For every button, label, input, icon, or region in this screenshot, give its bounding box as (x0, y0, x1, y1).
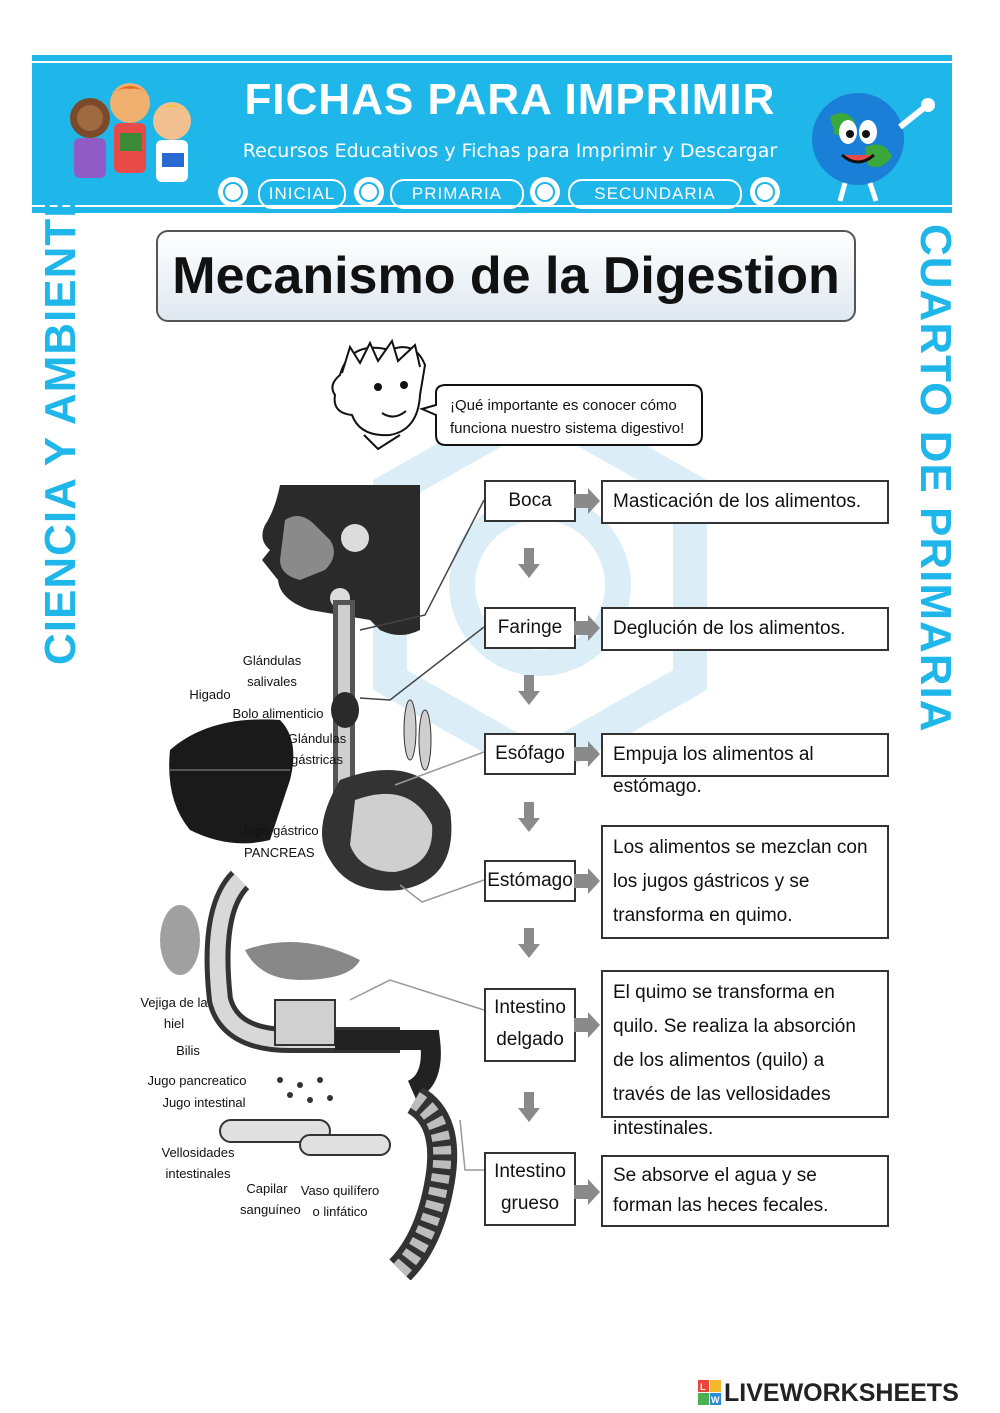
label-vellosidades: Vellosidades intestinales (161, 1145, 235, 1181)
step-organ-intestino-grueso: Intestino grueso (484, 1152, 576, 1226)
step-organ-estomago: Estómago (484, 860, 576, 902)
site-subtitle: Recursos Educativos y Fichas para Imprim… (242, 140, 778, 162)
logo-letter-l: L (700, 1382, 706, 1392)
label-jugo-pancreatico: Jugo pancreatico (147, 1073, 247, 1088)
label-capilar: Capilar sanguíneo (240, 1181, 301, 1217)
nav-primaria[interactable]: PRIMARIA (390, 179, 524, 209)
label-jugo-gastrico: Jugo gástrico (241, 823, 319, 838)
title-box: Mecanismo de la Digestion (156, 230, 856, 322)
step-desc-estomago: Los alimentos se mezclan con los jugos g… (601, 825, 889, 939)
header-banner: FICHAS PARA IMPRIMIR Recursos Educativos… (32, 55, 952, 213)
label-jugo-intestinal: Jugo intestinal (162, 1095, 246, 1110)
step-organ-boca: Boca (484, 480, 576, 522)
nav-inicial[interactable]: INICIAL (258, 179, 346, 209)
label-vejiga: Vejiga de la hiel (140, 995, 208, 1031)
subject-label: CIENCIA Y AMBIENTE (36, 187, 85, 665)
grade-label: CUARTO DE PRIMARIA (911, 224, 960, 733)
step-organ-faringe: Faringe (484, 607, 576, 649)
label-glandulas-salivales: Glándulas salivales (242, 653, 302, 689)
footer-brand[interactable]: LIVEWORKSHEETS (724, 1379, 959, 1407)
label-higado: Higado (189, 687, 231, 702)
label-bolo: Bolo alimenticio (232, 706, 324, 721)
speech-bubble-text: ¡Qué importante es conocer cómo funciona… (450, 397, 685, 437)
nav-icon (530, 177, 560, 207)
step-desc-boca: Masticación de los alimentos. (601, 480, 889, 524)
nav-secundaria[interactable]: SECUNDARIA (568, 179, 742, 209)
step-desc-intestino-grueso: Se absorve el agua y se forman las heces… (601, 1155, 889, 1227)
site-title: FICHAS PARA IMPRIMIR (244, 75, 776, 124)
logo-letter-w: W (711, 1395, 720, 1405)
page-title: Mecanismo de la Digestion (172, 247, 840, 305)
step-organ-esofago: Esófago (484, 733, 576, 775)
boy-cartoon (331, 338, 703, 451)
leader-lines (349, 499, 485, 1171)
label-vaso: Vaso quilífero o linfático (300, 1183, 380, 1219)
step-desc-intestino-delgado: El quimo se transforma en quilo. Se real… (601, 970, 889, 1139)
step-desc-esofago: Empuja los alimentos al estómago. (601, 733, 889, 797)
label-glandulas-gastricas: Glándulas gástricas (287, 731, 347, 767)
banner-stripe (32, 205, 952, 207)
banner-stripe (32, 61, 952, 63)
globe-mascot-icon (812, 93, 935, 202)
label-bilis: Bilis (176, 1043, 200, 1058)
nav-icon (750, 177, 780, 207)
digestive-system-illustration (160, 485, 458, 1280)
nav-icon (354, 177, 384, 207)
kids-illustration (70, 83, 191, 182)
label-pancreas: PANCREAS (244, 845, 315, 860)
nav-icon (218, 177, 248, 207)
step-desc-faringe: Deglución de los alimentos. (601, 607, 889, 651)
liveworksheets-logo-icon: L W (698, 1380, 721, 1405)
flow-arrows (518, 488, 600, 1205)
